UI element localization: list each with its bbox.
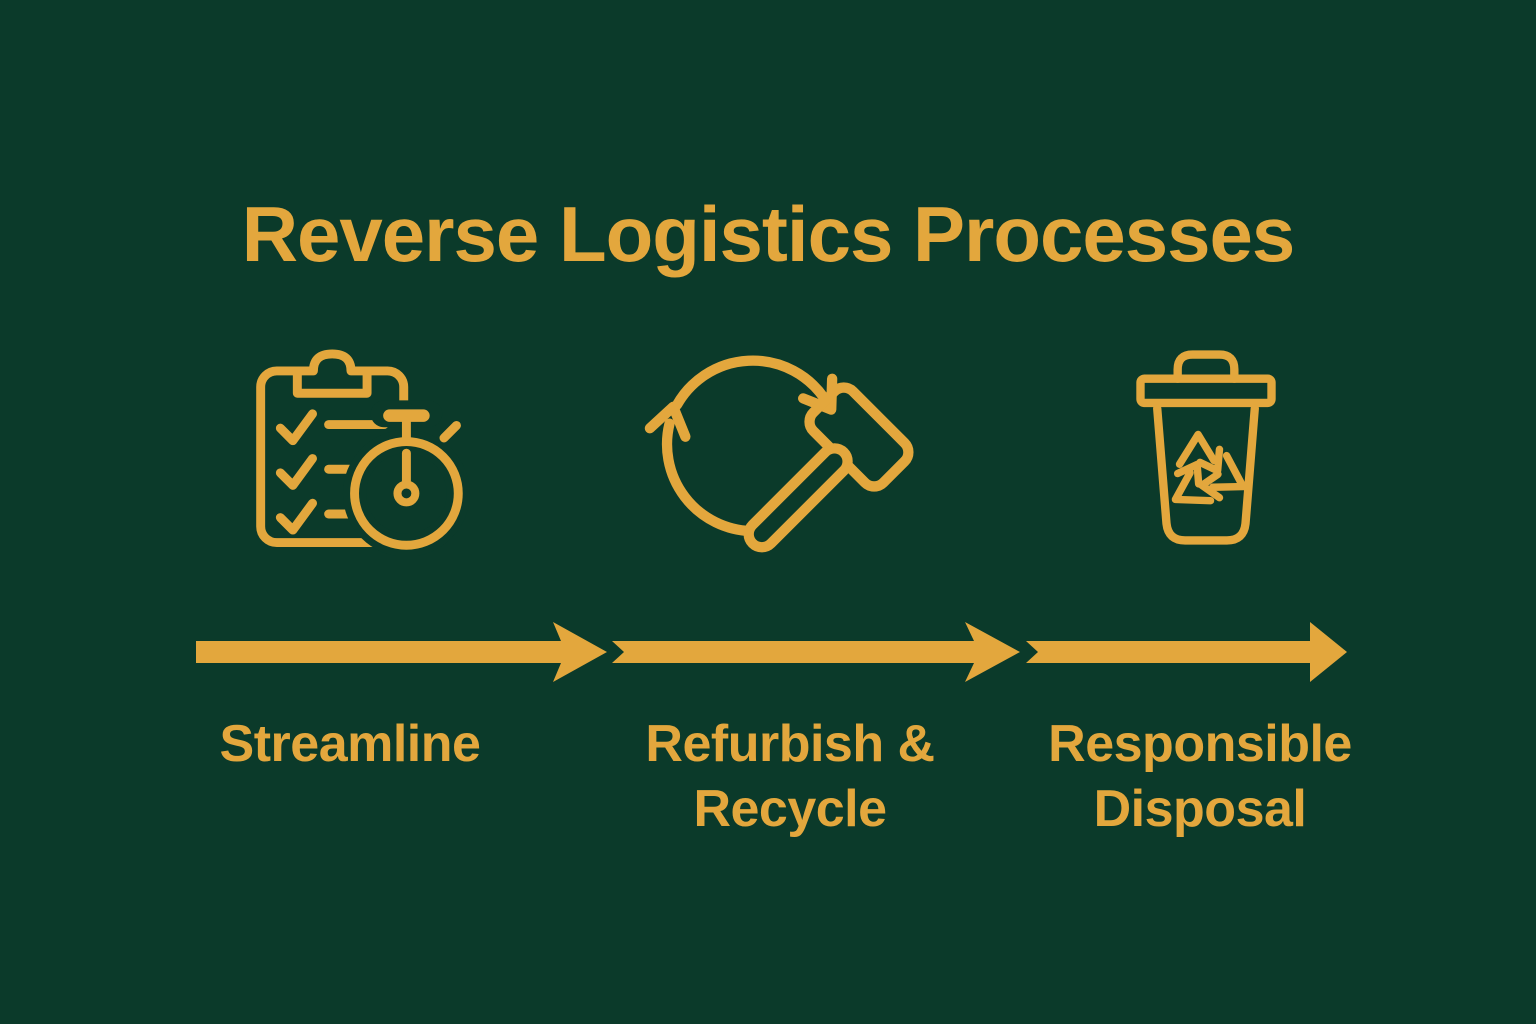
trash-can-recycle-icon — [1120, 336, 1292, 559]
flow-arrow — [196, 622, 607, 682]
flow-arrow — [612, 622, 1020, 682]
step-label-streamline: Streamline — [219, 715, 481, 773]
step-label-refurbish-recycle: Refurbish & Recycle — [645, 715, 935, 838]
recycle-cycle-hammer-icon — [632, 332, 922, 561]
flow-arrow — [1026, 622, 1347, 682]
clipboard-checklist-stopwatch-icon — [240, 328, 470, 556]
step-label-responsible-disposal: Responsible Disposal — [1048, 715, 1352, 838]
page-title: Reverse Logistics Processes — [241, 190, 1296, 279]
flow-arrows — [196, 622, 1347, 682]
